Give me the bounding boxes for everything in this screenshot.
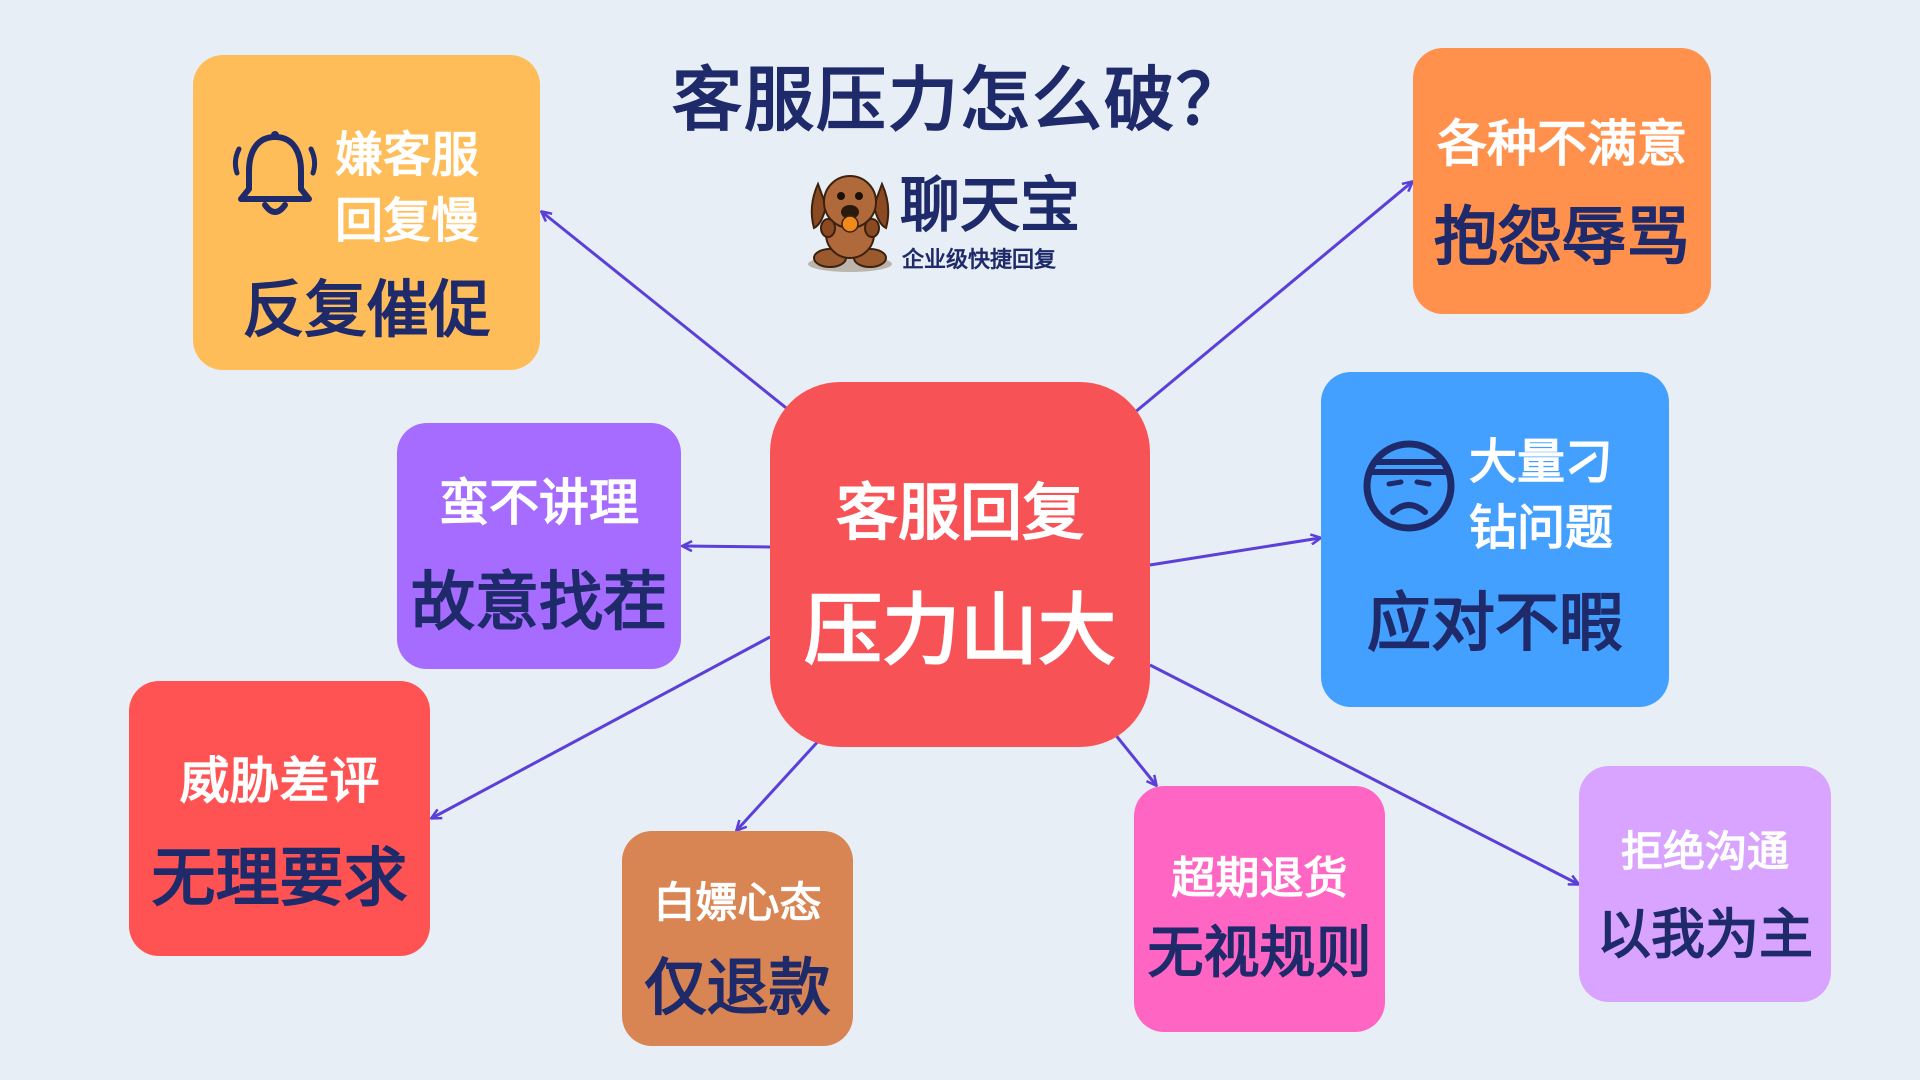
box-3-line-2: 故意找茬 xyxy=(411,566,667,640)
arrow-to-box-4 xyxy=(1149,538,1320,567)
box-8-line-2: 以我为主 xyxy=(1597,903,1813,966)
box-5-line-2: 无理要求 xyxy=(151,842,408,916)
box-2-line-1: 各种不满意 xyxy=(1437,115,1687,173)
box-4-line-3: 应对不暇 xyxy=(1367,587,1623,661)
box-6-line-1: 白嫖心态 xyxy=(653,878,822,927)
box-8-line-1: 拒绝沟通 xyxy=(1620,827,1789,876)
node-box-7: 超期退货 无视规则 xyxy=(1134,786,1385,1032)
dog-mascot-icon xyxy=(808,175,892,272)
node-box-5: 威胁差评 无理要求 xyxy=(129,681,430,956)
box-7-line-1: 超期退货 xyxy=(1171,853,1348,904)
arrow-to-box-7 xyxy=(1108,727,1156,785)
node-box-6: 白嫖心态 仅退款 xyxy=(622,831,853,1046)
node-box-1: 嫌客服 回复慢 反复催促 xyxy=(193,55,540,370)
box-6-line-2: 仅退款 xyxy=(644,951,831,1024)
sad-face-icon xyxy=(1363,440,1455,532)
box-1-line-3: 反复催促 xyxy=(242,273,491,346)
node-box-4: 大量刁 钻问题 应对不暇 xyxy=(1321,372,1669,707)
node-box-2: 各种不满意 抱怨辱骂 xyxy=(1413,48,1711,314)
box-4-line-2: 钻问题 xyxy=(1469,500,1614,556)
central-node: 客服回复 压力山大 xyxy=(770,382,1150,747)
brand-tagline: 企业级快捷回复 xyxy=(902,248,1057,273)
brand-name: 聊天宝 xyxy=(900,171,1080,241)
central-node-line-1: 客服回复 xyxy=(835,476,1084,549)
central-node-line-2: 压力山大 xyxy=(803,586,1116,676)
brand-logo: 聊天宝 企业级快捷回复 xyxy=(800,166,1100,276)
box-7-line-2: 无视规则 xyxy=(1147,921,1372,986)
box-1-line-2: 回复慢 xyxy=(335,193,480,249)
box-5-line-1: 威胁差评 xyxy=(179,752,380,810)
box-2-line-2: 抱怨辱骂 xyxy=(1434,201,1690,275)
diagram-title: 客服压力怎么破？ xyxy=(672,59,1248,141)
box-4-line-1: 大量刁 xyxy=(1469,434,1614,490)
box-1-line-1: 嫌客服 xyxy=(335,127,480,183)
arrow-to-box-6 xyxy=(737,735,824,830)
node-box-8: 拒绝沟通 以我为主 xyxy=(1579,766,1831,1002)
arrow-to-box-3 xyxy=(683,546,771,547)
node-box-3: 蛮不讲理 故意找茬 xyxy=(397,423,681,669)
bell-icon xyxy=(232,131,318,215)
arrow-to-box-1 xyxy=(542,212,796,417)
box-3-line-1: 蛮不讲理 xyxy=(439,474,639,532)
